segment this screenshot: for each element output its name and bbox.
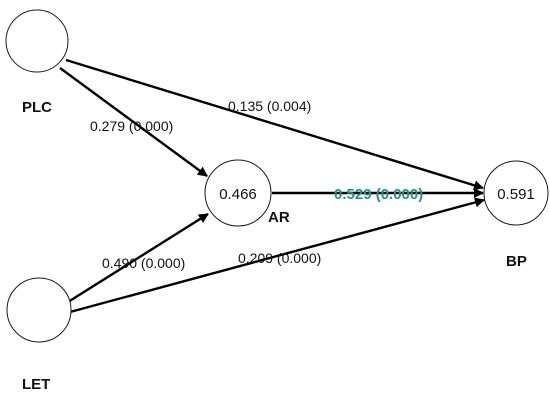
node-bp: 0.591 BP <box>483 160 549 270</box>
node-plc-circle <box>5 9 69 73</box>
edge-plc-ar <box>59 67 208 177</box>
node-plc-label: PLC <box>22 99 52 116</box>
edge-label-plc-ar: 0.279 (0.000) <box>90 118 173 134</box>
node-let-circle <box>6 277 72 343</box>
node-ar-label: AR <box>268 209 290 226</box>
node-bp-label: BP <box>506 253 527 270</box>
edge-let-ar <box>67 212 209 304</box>
edge-label-let-ar: 0.490 (0.000) <box>102 255 185 271</box>
node-let: LET <box>6 277 72 393</box>
node-ar-circle <box>204 159 272 227</box>
node-ar-value: 0.466 <box>219 186 257 203</box>
edge-label-let-bp: 0.209 (0.000) <box>238 250 321 266</box>
node-ar: 0.466 AR <box>204 159 290 227</box>
edge-let-bp <box>69 197 485 314</box>
node-bp-circle <box>483 160 549 226</box>
edge-label-ar-bp: 0.529 (0.000) <box>334 186 423 203</box>
node-bp-value: 0.591 <box>497 186 535 203</box>
node-let-label: LET <box>22 376 50 393</box>
edge-label-plc-bp: 0.135 (0.004) <box>228 98 311 114</box>
edge-plc-bp <box>65 58 484 191</box>
node-plc: PLC <box>5 9 69 116</box>
